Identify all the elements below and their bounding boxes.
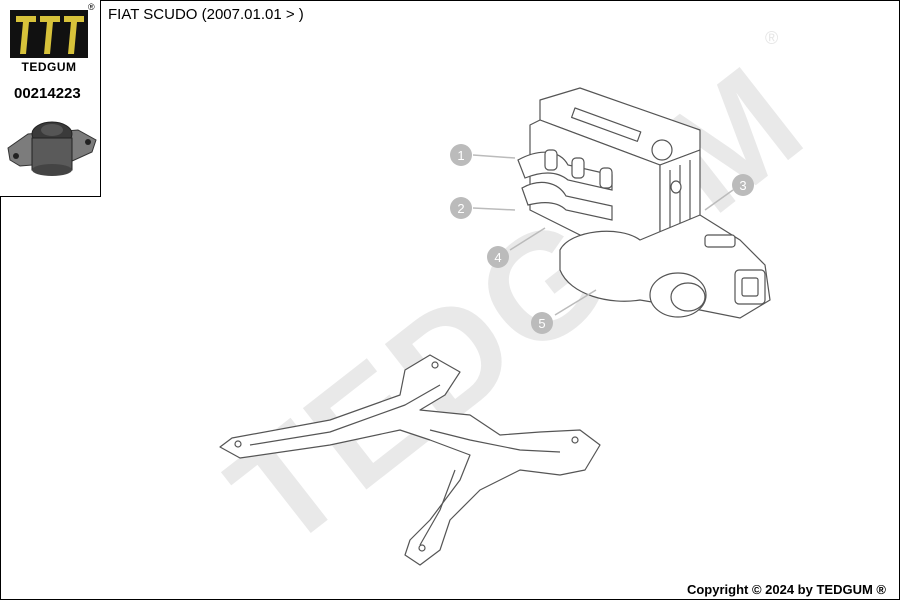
callout-1: 1 <box>457 148 464 163</box>
logo-box: ® TEDGUM 00214223 <box>0 0 101 197</box>
manifold-pipes <box>517 149 613 221</box>
page-title: FIAT SCUDO (2007.01.01 > ) <box>108 6 304 23</box>
part-number: 00214223 <box>14 85 81 102</box>
callout-2: 2 <box>457 201 464 216</box>
callout-4: 4 <box>494 250 501 265</box>
gearbox <box>559 214 771 319</box>
tedgum-logo-icon <box>10 10 88 58</box>
engine-mount-icon <box>7 121 97 176</box>
callouts: 1 2 3 4 5 <box>450 144 754 334</box>
copyright-text: Copyright © 2024 by TEDGUM ® <box>686 582 886 597</box>
callout-5: 5 <box>538 316 545 331</box>
logo-reg-mark: ® <box>88 2 95 12</box>
logo-brand-text: TEDGUM <box>21 60 77 74</box>
callout-3: 3 <box>739 178 746 193</box>
subframe <box>219 354 601 566</box>
watermark-reg-mark: ® <box>765 28 779 48</box>
callout-leaders <box>472 154 734 316</box>
